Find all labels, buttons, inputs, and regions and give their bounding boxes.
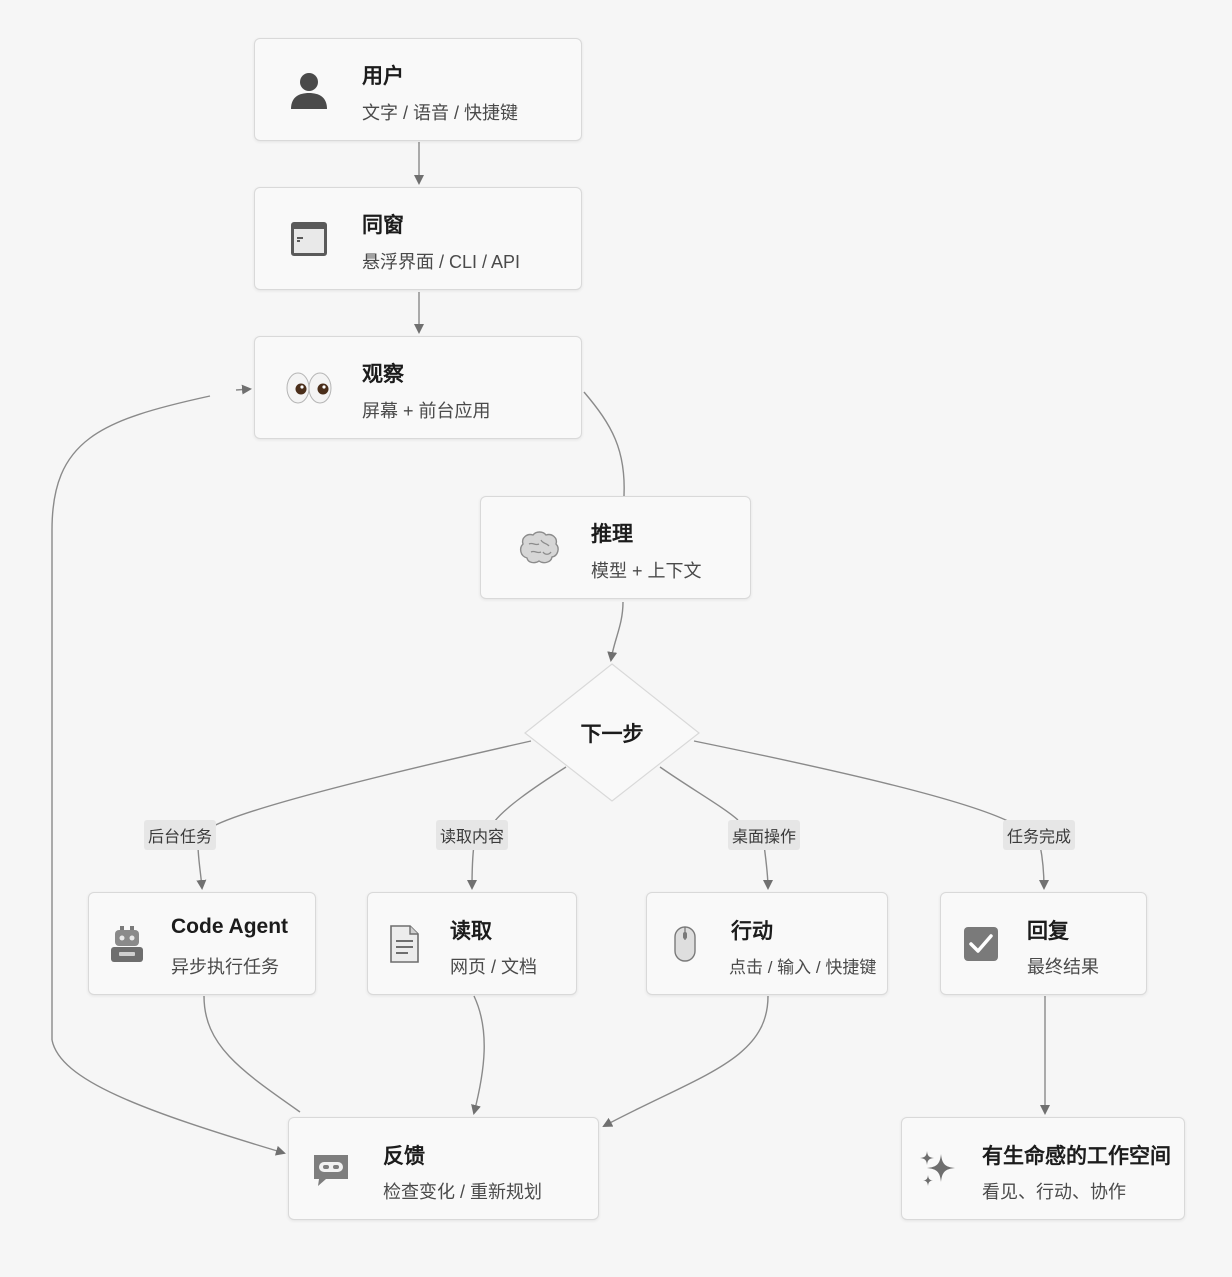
- decision-diamond: [524, 663, 700, 802]
- brain-icon: [517, 526, 561, 570]
- edge-loop-feedback: [51, 1039, 286, 1156]
- node-act-title: 行动: [731, 920, 773, 943]
- node-user-sub: 文字 / 语音 / 快捷键: [362, 103, 519, 123]
- node-window-title: 同窗: [362, 214, 404, 237]
- node-workspace-title: 有生命感的工作空间: [982, 1145, 1171, 1168]
- node-observe: 观察 屏幕 + 前台应用: [254, 336, 582, 439]
- eyes-icon: [285, 366, 333, 410]
- node-feedback-title: 反馈: [383, 1145, 425, 1168]
- node-act-sub: 点击 / 输入 / 快捷键: [729, 958, 877, 977]
- node-read-sub: 网页 / 文档: [450, 957, 538, 977]
- node-observe-title: 观察: [362, 363, 404, 386]
- speech-bubble-icon: [309, 1147, 353, 1191]
- node-reply-title: 回复: [1027, 920, 1069, 943]
- sparkles-icon: [916, 1147, 960, 1191]
- node-reply: 回复 最终结果: [940, 892, 1147, 995]
- node-code-agent-sub: 异步执行任务: [171, 957, 279, 977]
- node-window: 同窗 悬浮界面 / CLI / API: [254, 187, 582, 290]
- edge-loop-left-head: [235, 384, 252, 395]
- edge-codeagent-feedback: [203, 995, 301, 1113]
- node-observe-sub: 屏幕 + 前台应用: [362, 401, 491, 421]
- edge-act-feedback: [602, 995, 769, 1127]
- edge-label-background: 后台任务: [143, 820, 217, 850]
- person-icon: [287, 68, 331, 112]
- node-act: 行动 点击 / 输入 / 快捷键: [646, 892, 888, 995]
- node-reason-sub: 模型 + 上下文: [591, 561, 702, 581]
- edge-read-feedback: [471, 995, 485, 1115]
- edge-label-desktop: 桌面操作: [727, 820, 801, 850]
- terminal-window-icon: [287, 217, 331, 261]
- edge-observe-reason: [583, 391, 625, 497]
- node-reply-sub: 最终结果: [1027, 957, 1099, 977]
- edge-decision-reply: [693, 740, 1044, 888]
- node-window-sub: 悬浮界面 / CLI / API: [362, 252, 521, 272]
- edge-loop-left: [51, 395, 211, 1040]
- checkbox-icon: [959, 922, 1003, 966]
- edge-label-read: 读取内容: [435, 820, 509, 850]
- node-reason-title: 推理: [591, 523, 633, 546]
- node-code-agent-title: Code Agent: [171, 915, 289, 938]
- node-read: 读取 网页 / 文档: [367, 892, 577, 995]
- node-reason: 推理 模型 + 上下文: [480, 496, 751, 599]
- node-feedback-sub: 检查变化 / 重新规划: [383, 1182, 543, 1202]
- edge-label-done: 任务完成: [1002, 820, 1076, 850]
- node-user-title: 用户: [362, 65, 404, 88]
- mouse-icon: [663, 922, 707, 966]
- node-user: 用户 文字 / 语音 / 快捷键: [254, 38, 582, 141]
- robot-icon: [105, 922, 149, 966]
- node-workspace-sub: 看见、行动、协作: [982, 1182, 1126, 1202]
- edge-decision-codeagent: [198, 740, 532, 888]
- node-read-title: 读取: [450, 920, 492, 943]
- node-workspace: 有生命感的工作空间 看见、行动、协作: [901, 1117, 1185, 1220]
- document-icon: [382, 922, 426, 966]
- edge-reason-decision: [607, 601, 624, 662]
- node-feedback: 反馈 检查变化 / 重新规划: [288, 1117, 599, 1220]
- decision-label: 下一步: [580, 723, 644, 746]
- node-code-agent: Code Agent 异步执行任务: [88, 892, 316, 995]
